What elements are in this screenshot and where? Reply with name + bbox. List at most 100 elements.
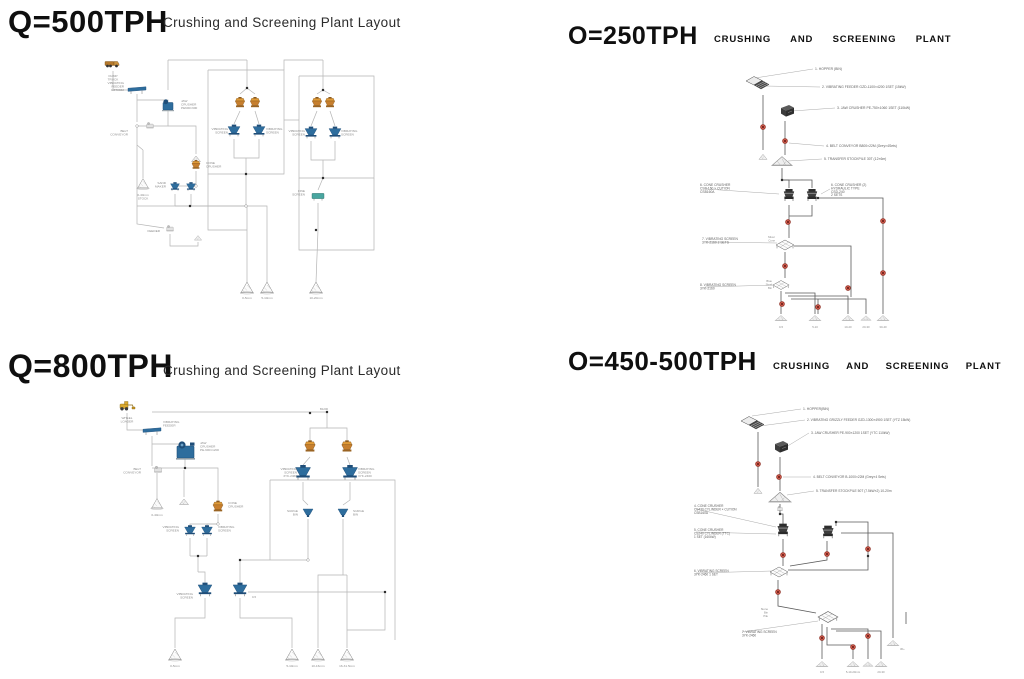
stock-icon [136, 178, 150, 190]
flow-line [302, 456, 311, 466]
machine-icon [777, 506, 783, 511]
flow-line [112, 71, 128, 91]
equipment-label: 5-10mm [286, 664, 298, 668]
red-icon [755, 461, 761, 467]
stock-icon [167, 648, 183, 662]
stock-icon [239, 281, 255, 295]
dot-icon [866, 554, 870, 558]
flow-line [342, 482, 351, 506]
coneO-icon [234, 97, 246, 108]
stock-icon [259, 281, 275, 295]
red-icon [779, 301, 785, 307]
flow-line [695, 508, 777, 528]
screenT-icon [311, 193, 325, 201]
machine-icon [166, 225, 174, 232]
flow-line [198, 571, 206, 583]
flow-line [695, 570, 773, 574]
cir-icon [135, 124, 139, 128]
flow-line [315, 229, 319, 283]
dot-icon [383, 590, 387, 594]
flow-line [831, 628, 869, 659]
q2-subtitle: CRUSHING AND SCREENING PLANT [714, 34, 952, 45]
jaw-icon [162, 99, 174, 112]
stock-icon [284, 648, 300, 662]
isoScreen-icon [769, 566, 789, 578]
stock-icon [339, 648, 355, 662]
stock-icon [308, 281, 324, 295]
feeder-icon [127, 86, 147, 94]
dot-icon [834, 520, 838, 524]
dot-icon [780, 178, 784, 182]
flow-line [791, 107, 836, 112]
red-icon [815, 304, 821, 310]
pileH-icon [874, 661, 888, 667]
flow-line [136, 144, 144, 151]
equipment-label: 5. TRANSFER STOCKPILE 50T (7.5kW×2) 10-2… [816, 489, 892, 493]
cir-icon [216, 522, 220, 526]
flow-line [788, 521, 869, 571]
red-icon [780, 552, 786, 558]
equipment-label: 0-5 [252, 595, 256, 599]
isoScreen-icon [772, 280, 790, 290]
q4-subtitle: CRUSHING AND SCREENING PLANT [773, 361, 1002, 372]
flow-line [168, 125, 197, 154]
flow-line [346, 456, 351, 466]
flow-line [781, 168, 790, 188]
q3-subtitle: Crushing and Screening Plant Layout [163, 363, 401, 378]
flow-line [785, 432, 810, 448]
equipment-label: 0-5 [779, 325, 783, 329]
q1-subtitle: Crushing and Screening Plant Layout [163, 15, 401, 30]
equipment-label: 10-20 [844, 325, 852, 329]
flow-line [777, 580, 817, 614]
red-icon [819, 635, 825, 641]
flow-line [704, 284, 776, 288]
equipment-label: 16-31.5mm [339, 664, 355, 668]
cir-icon [244, 204, 248, 208]
equipment-label: 5-10 [812, 325, 818, 329]
flow-line [820, 188, 831, 195]
flow-line [270, 479, 396, 640]
flow-line [136, 206, 165, 229]
equipment-label: 0-5mm [242, 296, 252, 300]
isoCone-icon [806, 189, 818, 201]
pile-icon [193, 235, 203, 241]
red-icon [824, 551, 830, 557]
coneB-icon [197, 582, 213, 597]
cir-icon [194, 184, 198, 188]
dot-icon [244, 172, 248, 176]
equipment-label: 4. BELT CONVEYOR B800×22M (Grey×4Sets) [826, 144, 897, 148]
pileH-icon [860, 315, 872, 321]
red-icon [880, 218, 886, 224]
flow-line [233, 139, 260, 159]
coneB-icon [304, 126, 318, 139]
coneB-icon [252, 124, 266, 137]
dot-icon [778, 512, 782, 516]
coneB-icon [201, 525, 213, 536]
pileH-icon [808, 315, 822, 321]
isoJaw-icon [781, 105, 794, 117]
flow-line [754, 68, 814, 79]
pileH-icon [771, 156, 793, 166]
equipment-label: 10-16mm [311, 664, 324, 668]
flow-line [788, 295, 849, 314]
pileH-icon [862, 661, 874, 667]
flow-line [207, 69, 285, 175]
flow-line [302, 482, 309, 506]
